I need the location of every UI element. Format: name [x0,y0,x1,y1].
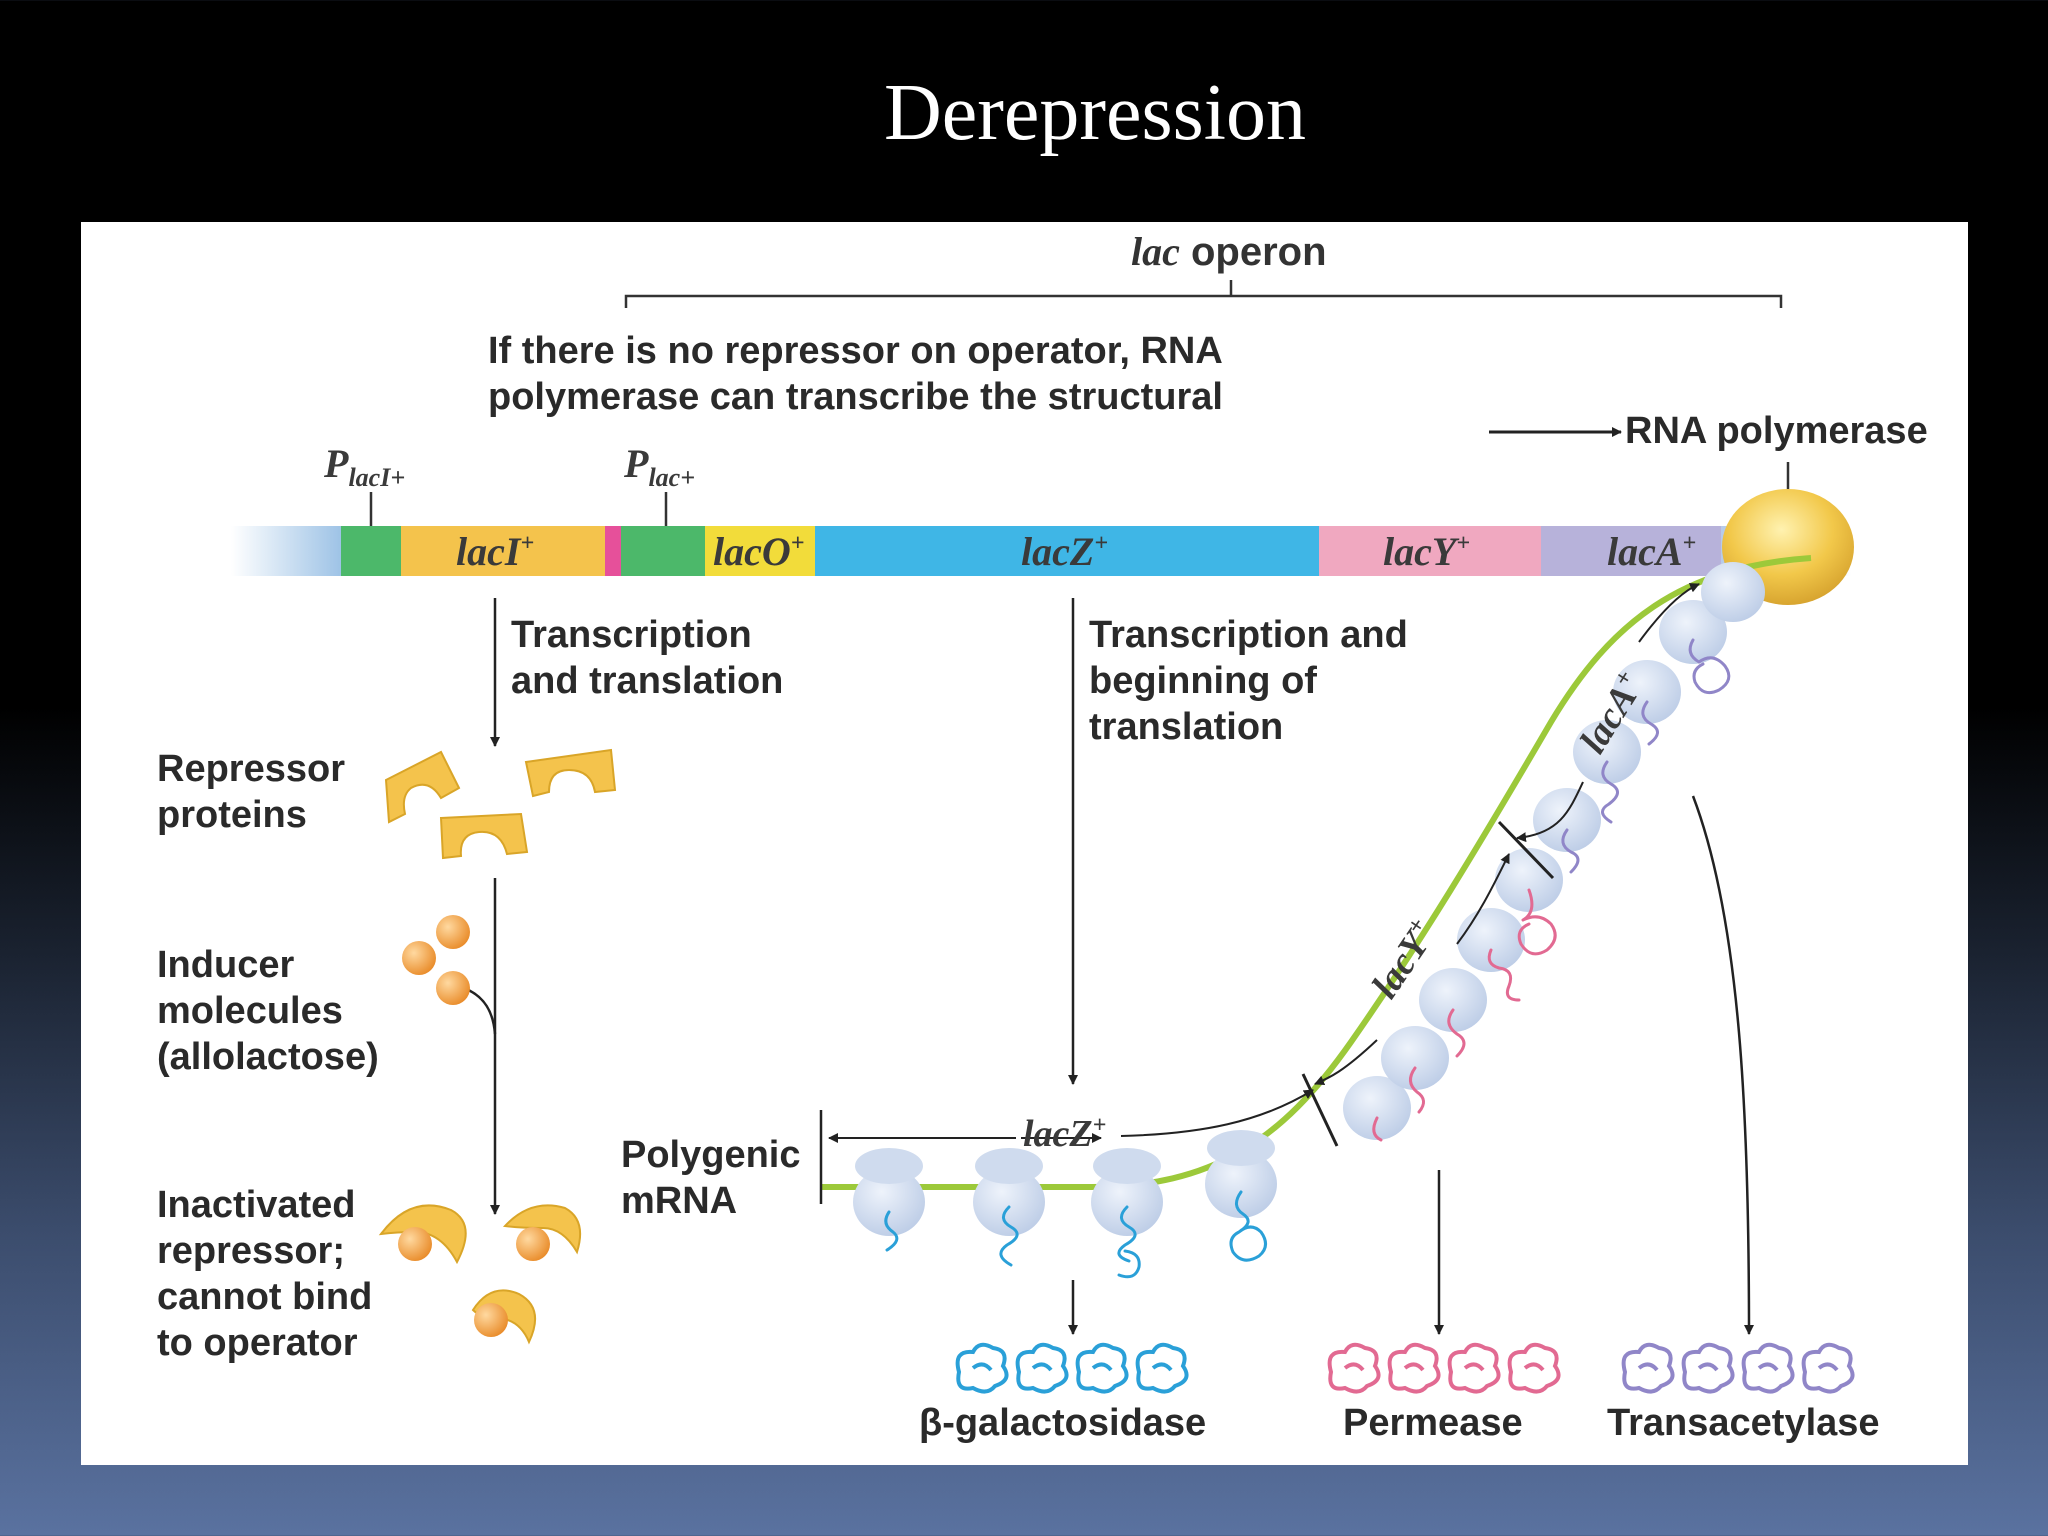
transcription-beginning-label: Transcription and beginning of translati… [1089,614,1408,748]
slide-title: Derepression [883,69,1307,157]
gene-laco-label: lacO+ [713,529,805,574]
laco-segment [705,526,815,576]
dna-strand [231,492,1851,576]
transacetylase-proteins [1621,1342,1855,1394]
permease-proteins [1327,1342,1561,1394]
polygenic-mrna-label: Polygenic mRNA [621,1134,801,1222]
inducer-molecules [402,915,470,1005]
gene-laci-label: lacI+ [456,529,535,574]
laca-segment [1541,526,1721,576]
inducer-molecules-label: Inducer molecules (allolactose) [157,944,379,1078]
no-repressor-note: If there is no repressor on operator, RN… [488,330,1223,418]
rna-polymerase-label: RNA polymerase [1625,410,1928,452]
operator-marker [605,526,621,576]
lac-operon-diagram [231,280,1855,1394]
operon-bracket [624,280,1783,308]
inactivated-repressors [378,1204,581,1345]
transcription-translation-label: Transcription and translation [511,614,784,702]
diagram-panel: lac operon If there is no repressor on o… [81,222,1968,1465]
lacy-segment [1319,526,1541,576]
promoter-lac-segment [621,526,705,576]
gene-laca-label: lacA+ [1607,529,1697,574]
mrna-lacz-label: lacZ+ [1023,1112,1107,1155]
inactivated-repressor-label: Inactivated repressor; cannot bind to op… [157,1184,373,1364]
gene-lacz-label: lacZ+ [1021,529,1108,574]
beta-galactosidase-proteins [955,1342,1189,1394]
product-beta-galactosidase: β-galactosidase [919,1402,1207,1444]
product-permease: Permease [1343,1402,1523,1444]
laci-segment [401,526,605,576]
promoter-laci-segment [341,526,401,576]
repressor-proteins [384,748,617,860]
ribosomes [853,562,1765,1236]
product-transacetylase: Transacetylase [1607,1402,1880,1444]
promoter-lac-label: Plac+ [624,441,696,492]
lacz-segment [815,526,1319,576]
promoter-laci-label: PlacI+ [324,441,406,492]
repressor-proteins-label: Repressor proteins [157,748,345,836]
gene-lacy-label: lacY+ [1383,529,1470,574]
operon-label: lac operon [1131,229,1327,274]
